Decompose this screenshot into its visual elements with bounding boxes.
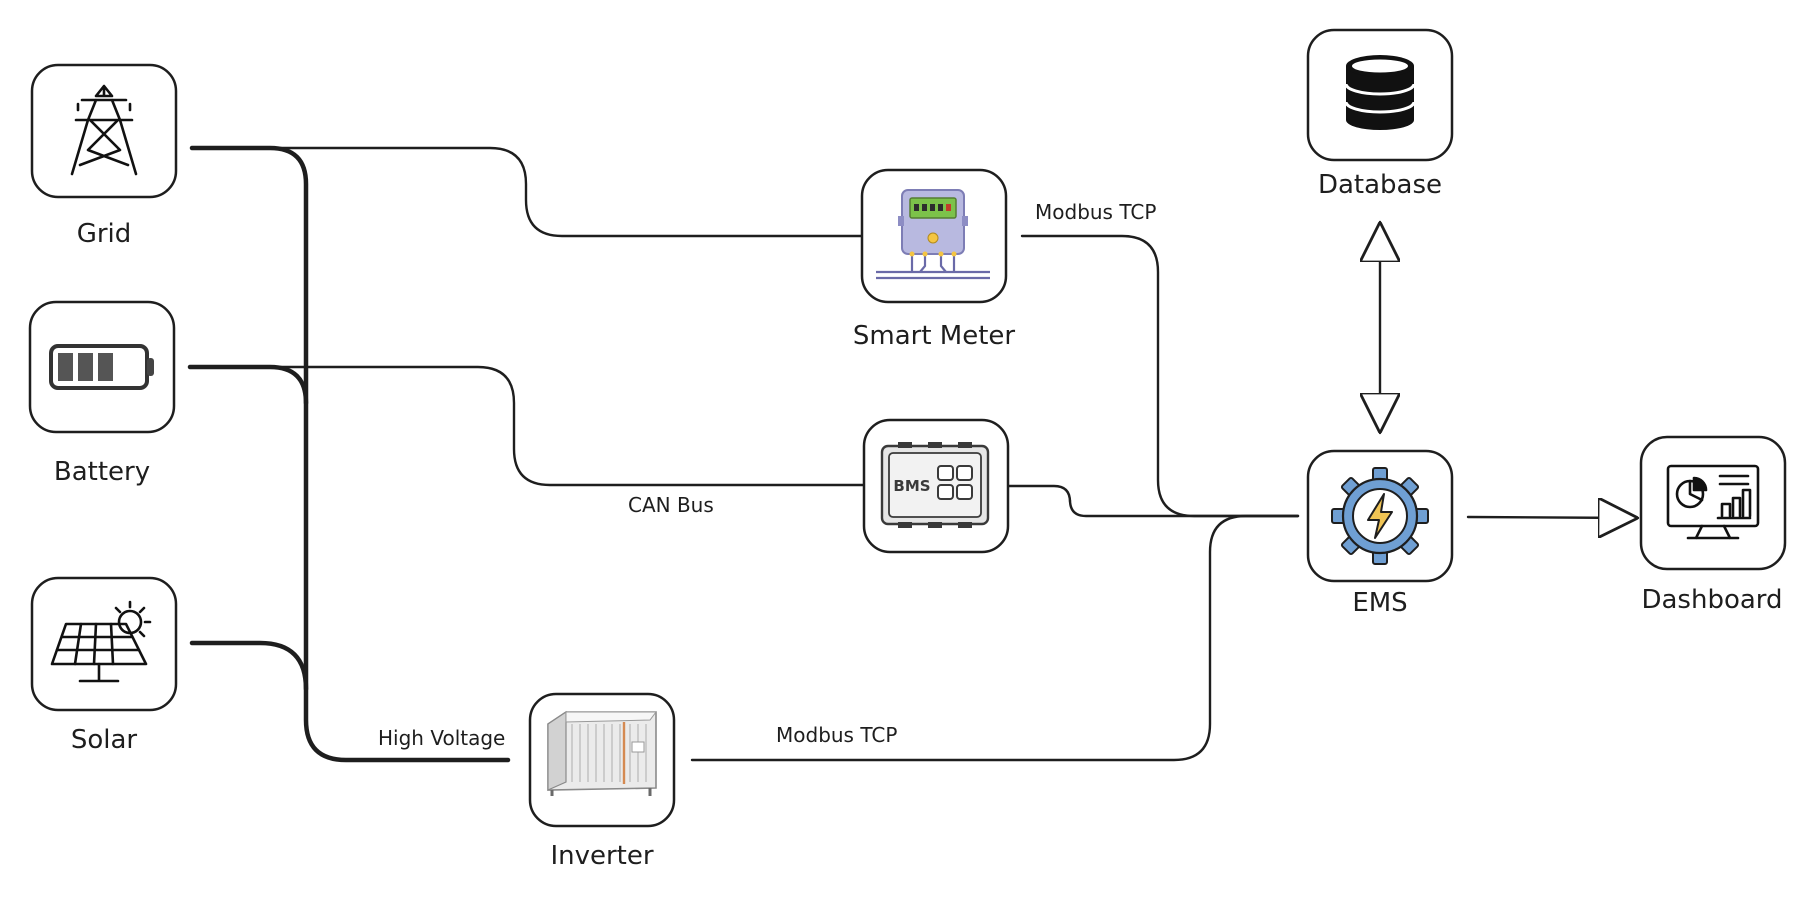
inverter-node[interactable]: Inverter — [528, 692, 676, 871]
battery-icon — [49, 344, 154, 390]
transmission-tower-icon — [70, 84, 138, 176]
battery-to-bms-line — [270, 365, 866, 487]
connectors — [187, 145, 1640, 763]
smart-meter-icon — [876, 189, 990, 280]
smart-meter-node[interactable]: Smart Meter — [853, 168, 1016, 351]
grid-label: Grid — [77, 219, 132, 249]
ems-node[interactable]: EMS — [1306, 449, 1454, 618]
inverter-cabinet-icon — [547, 710, 657, 796]
smart-meter-label: Smart Meter — [853, 321, 1016, 351]
bms-to-ems-line — [1006, 484, 1300, 518]
ems-label: EMS — [1352, 588, 1407, 618]
inverter-ems-protocol-label: Modbus TCP — [776, 723, 897, 747]
inverter-label: Inverter — [550, 841, 653, 871]
dashboard-box — [1639, 435, 1787, 571]
grid-node[interactable]: Grid — [30, 63, 178, 249]
database-node[interactable]: Database — [1306, 28, 1454, 200]
battery-label: Battery — [54, 457, 150, 487]
solar-bus-line — [189, 640, 309, 692]
grid-bus-line — [189, 145, 511, 763]
meter-ems-protocol-label: Modbus TCP — [1035, 200, 1156, 224]
dashboard-label: Dashboard — [1641, 585, 1782, 615]
gear-lightning-icon — [1331, 467, 1429, 565]
solar-label: Solar — [71, 725, 138, 755]
meter-to-ems-line — [1020, 234, 1300, 518]
solar-node[interactable]: Solar — [30, 576, 178, 755]
battery-bus-line — [187, 364, 309, 406]
bus-inverter-label: High Voltage — [378, 726, 505, 750]
bms-module-icon: BMS — [880, 442, 990, 528]
grid-box — [30, 63, 178, 199]
grid-to-meter-line — [270, 146, 864, 238]
database-label: Database — [1318, 170, 1442, 200]
database-icon — [1344, 55, 1416, 130]
battery-node[interactable]: Battery — [28, 300, 176, 487]
solar-box — [30, 576, 178, 712]
bms-node[interactable]: BMS — [862, 418, 1010, 554]
dashboard-monitor-icon — [1666, 464, 1760, 540]
solar-panel-icon — [50, 600, 152, 683]
bms-icon-label: BMS — [893, 477, 930, 495]
dashboard-node[interactable]: Dashboard — [1639, 435, 1787, 615]
ems-to-dashboard-arrow — [1466, 517, 1640, 518]
inverter-to-ems-line — [690, 514, 1300, 762]
battery-bms-protocol-label: CAN Bus — [628, 493, 714, 517]
